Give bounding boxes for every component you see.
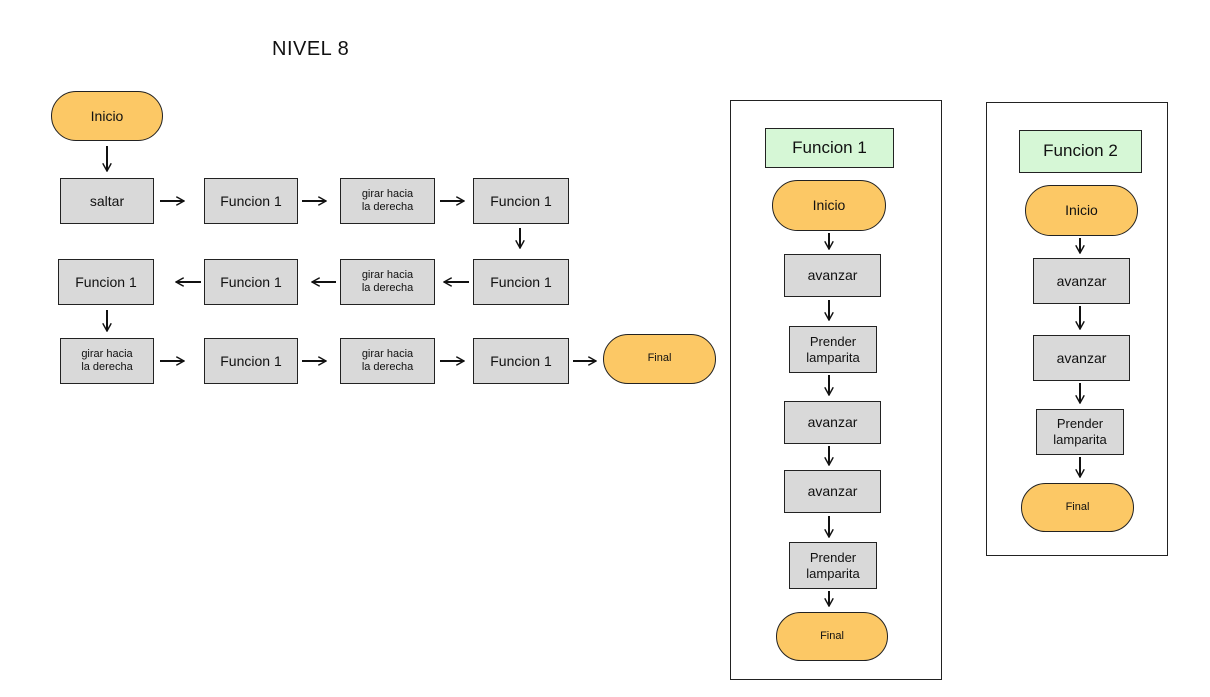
function-1-step-3: avanzar (784, 401, 881, 444)
function-1-start-node: Inicio (772, 180, 886, 231)
main-start-node: Inicio (51, 91, 163, 141)
function-2-header: Funcion 2 (1019, 130, 1142, 173)
main-step-9: girar hacia la derecha (60, 338, 154, 384)
main-step-11: girar hacia la derecha (340, 338, 435, 384)
main-step-2: Funcion 1 (204, 178, 298, 224)
function-1-step-2: Prender lamparita (789, 326, 877, 373)
function-1-header: Funcion 1 (765, 128, 894, 168)
function-1-panel (730, 100, 942, 680)
function-1-step-1: avanzar (784, 254, 881, 297)
main-step-5: Funcion 1 (473, 259, 569, 305)
main-step-8: Funcion 1 (58, 259, 154, 305)
function-1-step-5: Prender lamparita (789, 542, 877, 589)
function-2-step-1: avanzar (1033, 258, 1130, 304)
function-2-end-node: Final (1021, 483, 1134, 532)
function-1-step-4: avanzar (784, 470, 881, 513)
main-step-7: Funcion 1 (204, 259, 298, 305)
main-step-1: saltar (60, 178, 154, 224)
main-step-6: girar hacia la derecha (340, 259, 435, 305)
main-step-12: Funcion 1 (473, 338, 569, 384)
function-2-step-2: avanzar (1033, 335, 1130, 381)
main-step-4: Funcion 1 (473, 178, 569, 224)
main-step-3: girar hacia la derecha (340, 178, 435, 224)
main-step-10: Funcion 1 (204, 338, 298, 384)
diagram-title: NIVEL 8 (272, 38, 350, 60)
main-end-node: Final (603, 334, 716, 384)
function-2-step-3: Prender lamparita (1036, 409, 1124, 455)
function-2-panel (986, 102, 1168, 556)
function-2-start-node: Inicio (1025, 185, 1138, 236)
function-1-end-node: Final (776, 612, 888, 661)
